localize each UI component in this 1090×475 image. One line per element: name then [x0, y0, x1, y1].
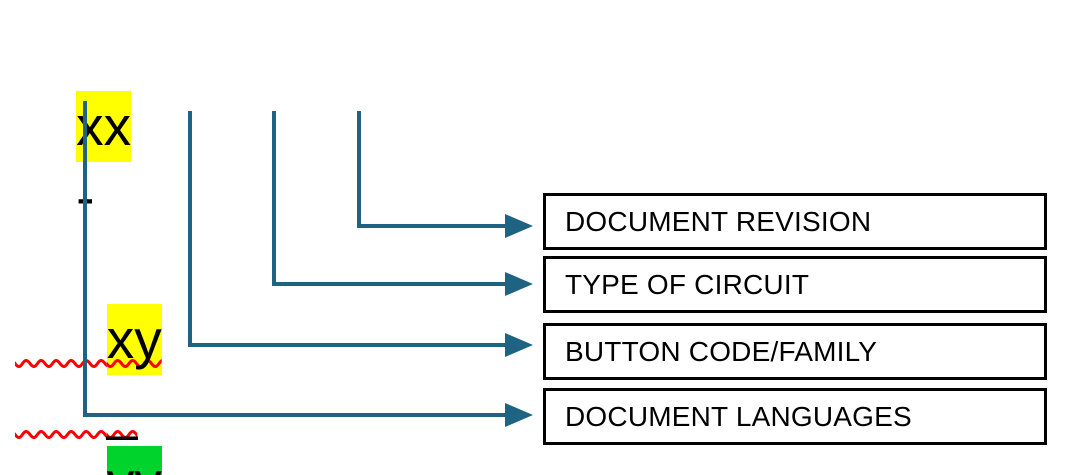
connector-xxxy-arrowhead-icon: [505, 403, 533, 427]
connector-zz-horizontal-line: [272, 282, 505, 286]
code-segment-xy: xy: [106, 304, 162, 375]
connector-zz-arrowhead-icon: [505, 272, 533, 296]
connector-xxxy-vertical-line: [83, 101, 87, 417]
label-box-type-of-circuit: TYPE OF CIRCUIT: [543, 256, 1047, 313]
document-code: xx - xy _ yy _ zz _ Rx: [15, 20, 174, 475]
code-separator-underscore-1: _: [106, 379, 138, 441]
connector-yy-horizontal-line: [188, 343, 505, 347]
connector-rx-vertical-line: [357, 111, 361, 228]
connector-yy-vertical-line: [188, 111, 192, 347]
label-box-button-code-family: BUTTON CODE/FAMILY: [543, 323, 1047, 380]
connector-zz-vertical-line: [272, 111, 276, 286]
label-box-document-revision: DOCUMENT REVISION: [543, 193, 1047, 250]
connector-xxxy-horizontal-line: [83, 413, 505, 417]
label-document-revision: DOCUMENT REVISION: [565, 205, 872, 237]
label-document-languages: DOCUMENT LANGUAGES: [565, 400, 912, 432]
connector-rx-horizontal-line: [357, 224, 505, 228]
label-button-code-family: BUTTON CODE/FAMILY: [565, 335, 878, 367]
connector-rx-arrowhead-icon: [505, 214, 533, 238]
spellcheck-underline: xy _ yy _ zz _ Rx: [15, 304, 174, 475]
connector-yy-arrowhead-icon: [505, 333, 533, 357]
label-type-of-circuit: TYPE OF CIRCUIT: [565, 268, 810, 300]
label-box-document-languages: DOCUMENT LANGUAGES: [543, 388, 1047, 445]
code-segment-yy: yy: [106, 446, 162, 475]
